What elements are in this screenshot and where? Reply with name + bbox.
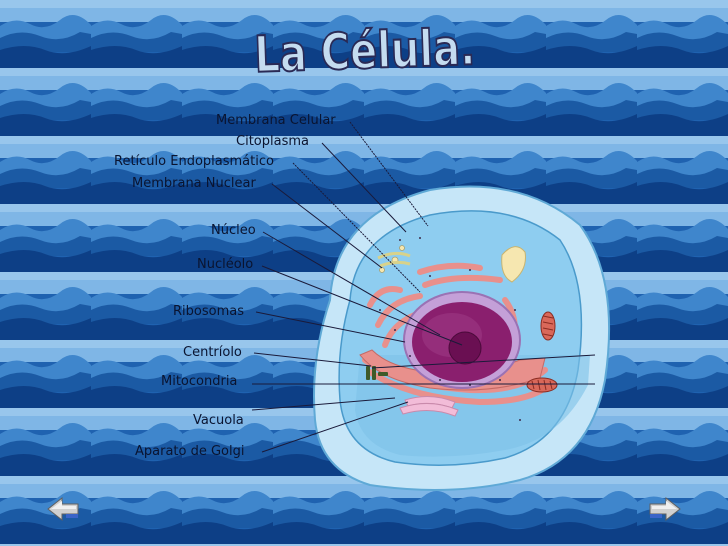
label-nucleo: Núcleo bbox=[211, 223, 256, 238]
label-citoplasma: Citoplasma bbox=[236, 134, 309, 149]
page-title-text: La Célula. bbox=[253, 18, 476, 84]
arrow-right-icon bbox=[649, 496, 681, 522]
label-mitocondria: Mitocondria bbox=[161, 374, 238, 389]
nucleolus bbox=[448, 331, 482, 365]
golgi-apparatus bbox=[399, 396, 459, 417]
next-button[interactable] bbox=[648, 494, 682, 524]
nucleus-group bbox=[403, 291, 521, 389]
leader-lines bbox=[251, 121, 596, 453]
page-title: La Célula. bbox=[252, 18, 477, 85]
label-ribosomas: Ribosomas bbox=[173, 304, 244, 319]
arrow-left-icon bbox=[47, 496, 79, 522]
prev-button[interactable] bbox=[46, 494, 80, 524]
label-vacuola: Vacuola bbox=[193, 413, 244, 428]
label-membrana-nuclear: Membrana Nuclear bbox=[132, 176, 256, 191]
label-centriolo: Centríolo bbox=[183, 345, 242, 360]
label-membrana-celular: Membrana Celular bbox=[216, 113, 336, 128]
label-reticulo: Retículo Endoplasmático bbox=[114, 154, 274, 169]
label-nucleolo: Nucléolo bbox=[197, 257, 254, 272]
mitochondria bbox=[526, 311, 558, 393]
vesicles bbox=[377, 245, 411, 273]
label-golgi: Aparato de Golgi bbox=[135, 444, 245, 459]
centriole bbox=[366, 366, 388, 380]
vacuole bbox=[501, 246, 526, 283]
